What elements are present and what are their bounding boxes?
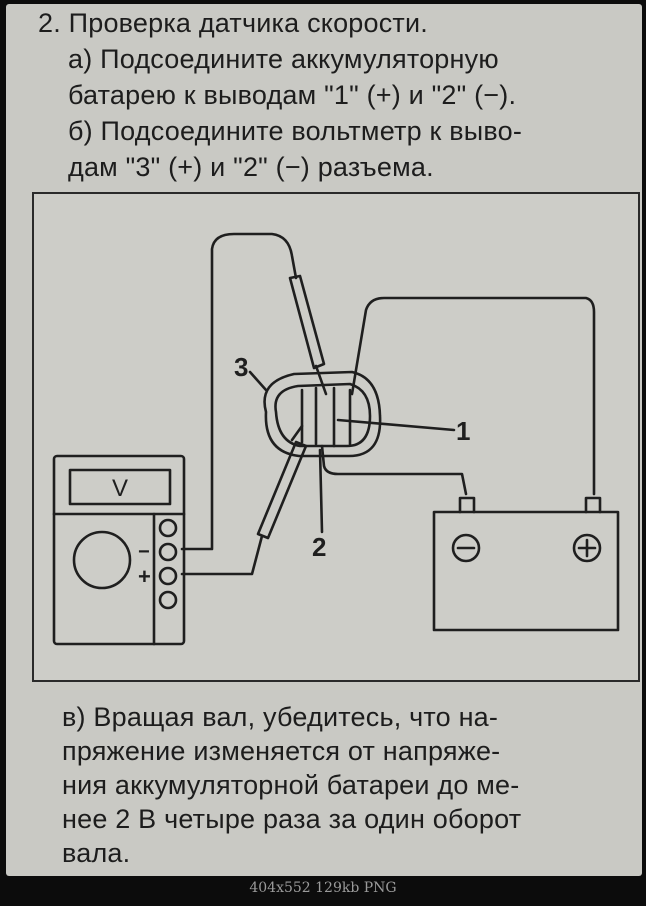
battery-terminal-minus: [458, 496, 476, 514]
manual-page: 2. Проверка датчика скорости. а) Подсоед…: [6, 4, 642, 876]
section-heading: 2. Проверка датчика скорости.: [38, 8, 428, 38]
voltmeter-display: [68, 468, 172, 506]
meter-minus-label: −: [138, 541, 150, 563]
leader-3: [248, 370, 268, 392]
step-c-text-5: вала.: [62, 838, 131, 868]
wiring-diagram: 3 1 2 V − +: [32, 192, 640, 682]
step-a-text-cont: батарею к выводам "1" (+) и "2" (−).: [68, 80, 517, 110]
voltmeter-body: [52, 454, 186, 646]
step-b-text: б) Подсоедините вольтметр к выво-: [68, 116, 523, 146]
wire-meter-to-top-probe: [180, 232, 298, 551]
label-1: 1: [456, 416, 470, 446]
step-a-text: а) Подсоедините аккумуляторную: [68, 44, 499, 74]
image-caption: 404x552 129kb PNG: [249, 880, 397, 896]
step-c-text-2: пряжение изменяется от напряже-: [62, 736, 501, 766]
voltmeter-symbol: V: [112, 475, 128, 502]
battery-terminal-plus: [584, 496, 602, 514]
battery-body: [432, 510, 620, 632]
voltmeter-terminal-plus: [158, 566, 178, 586]
step-c-text: в) Вращая вал, убедитесь, что на-: [62, 702, 499, 732]
top-probe: [288, 274, 326, 370]
wire-probe-to-meter-plus: [180, 534, 264, 576]
meter-plus-label: +: [138, 564, 151, 589]
plus-symbol: [577, 538, 597, 558]
step-c-text-3: ния аккумуляторной батареи до ме-: [62, 770, 520, 800]
label-2: 2: [312, 532, 326, 562]
step-c-text-4: нее 2 В четыре раза за один оборот: [62, 804, 522, 834]
step-b-text-cont: дам "3" (+) и "2" (−) разъема.: [68, 152, 434, 182]
voltmeter-dial: [72, 530, 132, 590]
connector-outer: [263, 370, 382, 458]
wire-to-battery-plus: [350, 296, 596, 496]
lower-probe: [256, 440, 308, 540]
voltmeter-terminal-minus: [158, 542, 178, 562]
leader-2: [318, 448, 324, 534]
wire-to-battery-minus: [320, 444, 468, 496]
connector-inner: [274, 382, 372, 448]
wiring-diagram-svg: 3 1 2 V − +: [52, 232, 620, 646]
leader-1: [336, 418, 456, 432]
label-3: 3: [234, 352, 248, 382]
